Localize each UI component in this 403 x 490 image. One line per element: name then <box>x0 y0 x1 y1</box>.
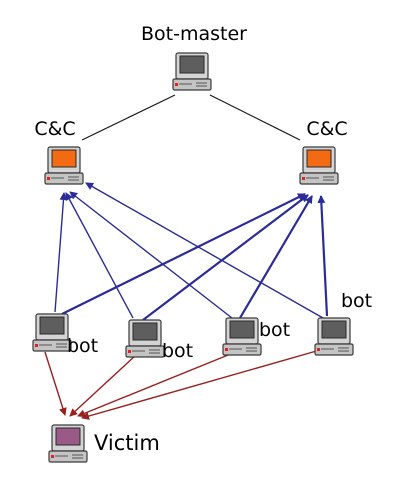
bot-label: bot <box>259 319 290 341</box>
edge-bot4-victim <box>81 349 321 420</box>
computer-icon <box>44 146 84 185</box>
bot-node-2: bot <box>125 319 193 362</box>
bot-label: bot <box>67 335 98 357</box>
edge-bot4-cc-right <box>317 195 329 317</box>
edge-bot2-victim <box>69 354 137 417</box>
computer-icon <box>222 317 262 356</box>
command-arrows <box>54 182 329 321</box>
cc-right-node: C&C <box>299 118 348 185</box>
edge-bot4-cc-left <box>85 182 324 319</box>
computer-icon <box>125 319 165 358</box>
bot-node-4: bot <box>314 290 372 356</box>
botmaster-label: Bot-master <box>141 23 247 45</box>
computer-icon <box>172 52 212 91</box>
bot-label: bot <box>162 340 193 362</box>
edge-bot2-cc-right <box>142 194 309 321</box>
bot-node-3: bot <box>222 317 290 356</box>
edge-bot1-cc-left <box>54 192 68 313</box>
edge-bot3-victim <box>77 352 234 418</box>
edge-bot2-cc-left <box>65 192 134 319</box>
victim-label: Victim <box>94 431 160 455</box>
control-lines <box>81 94 301 141</box>
bot-node-1: bot <box>32 313 98 357</box>
edge-bot1-victim <box>44 351 67 416</box>
bot-label: bot <box>341 290 372 312</box>
cc-right-label: C&C <box>306 118 347 140</box>
edge-bot3-cc-right <box>239 195 313 319</box>
victim-node: Victim <box>48 424 160 463</box>
attack-arrows <box>44 349 321 420</box>
computer-icon <box>299 146 339 185</box>
cc-left-label: C&C <box>34 118 75 140</box>
computer-icon <box>32 313 72 352</box>
edge-botmaster-cc-right <box>209 94 301 141</box>
computer-icon <box>314 317 354 356</box>
edge-bot1-cc-right <box>61 193 306 315</box>
edge-botmaster-cc-left <box>81 94 176 141</box>
edge-bot3-cc-left <box>69 191 233 319</box>
computer-icon <box>48 424 88 463</box>
cc-left-node: C&C <box>34 118 84 185</box>
botmaster-node: Bot-master <box>141 23 247 91</box>
